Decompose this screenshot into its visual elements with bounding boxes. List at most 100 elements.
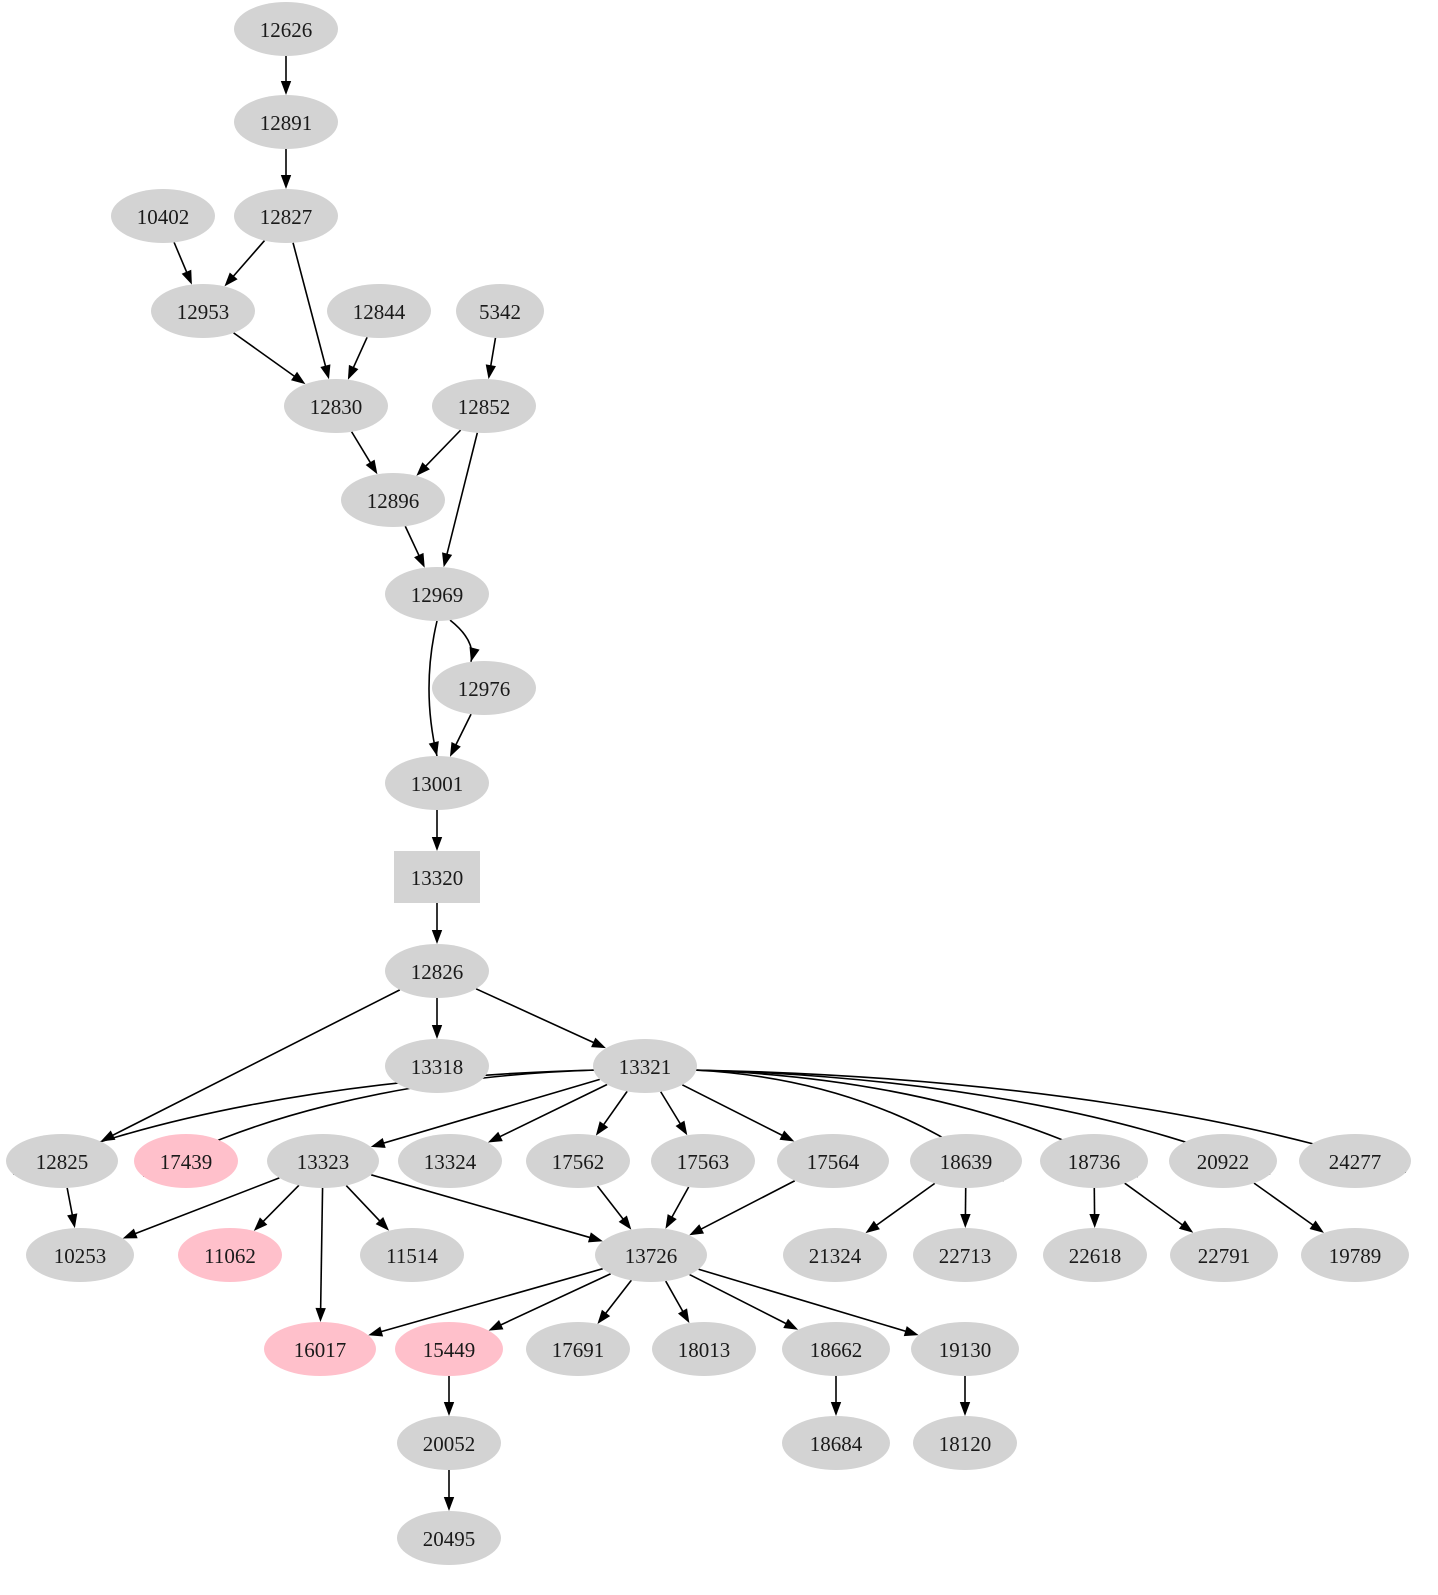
node-ellipse-12825[interactable] (6, 1134, 118, 1188)
graph-node-10253[interactable]: 10253 (26, 1228, 134, 1282)
node-ellipse-12896[interactable] (341, 473, 445, 527)
graph-node-12626[interactable]: 12626 (234, 2, 338, 56)
node-ellipse-12626[interactable] (234, 2, 338, 56)
graph-node-22791[interactable]: 22791 (1170, 1228, 1278, 1282)
graph-node-22618[interactable]: 22618 (1043, 1228, 1147, 1282)
graph-node-18639[interactable]: 18639 (910, 1134, 1022, 1188)
graph-node-18662[interactable]: 18662 (782, 1322, 890, 1376)
node-ellipse-22618[interactable] (1043, 1228, 1147, 1282)
graph-node-24277[interactable]: 24277 (1299, 1134, 1411, 1188)
node-ellipse-11062[interactable] (178, 1228, 282, 1282)
node-ellipse-19130[interactable] (911, 1322, 1019, 1376)
node-ellipse-12827[interactable] (234, 189, 338, 243)
node-ellipse-10402[interactable] (111, 189, 215, 243)
node-ellipse-16017[interactable] (264, 1322, 376, 1376)
node-rect-13320[interactable] (394, 851, 480, 903)
node-ellipse-24277[interactable] (1299, 1134, 1411, 1188)
node-ellipse-22713[interactable] (913, 1228, 1017, 1282)
graph-node-11514[interactable]: 11514 (360, 1228, 464, 1282)
node-ellipse-18639[interactable] (910, 1134, 1022, 1188)
graph-node-12825[interactable]: 12825 (6, 1134, 118, 1188)
node-ellipse-12891[interactable] (234, 95, 338, 149)
node-ellipse-22791[interactable] (1170, 1228, 1278, 1282)
node-ellipse-21324[interactable] (783, 1228, 887, 1282)
node-ellipse-18120[interactable] (913, 1416, 1017, 1470)
graph-node-20495[interactable]: 20495 (397, 1511, 501, 1565)
node-ellipse-11514[interactable] (360, 1228, 464, 1282)
node-ellipse-18736[interactable] (1040, 1134, 1148, 1188)
node-ellipse-17691[interactable] (526, 1322, 630, 1376)
node-ellipse-20922[interactable] (1169, 1134, 1277, 1188)
graph-node-17439[interactable]: 17439 (134, 1134, 238, 1188)
node-ellipse-12830[interactable] (284, 379, 388, 433)
graph-node-21324[interactable]: 21324 (783, 1228, 887, 1282)
graph-node-17563[interactable]: 17563 (651, 1134, 755, 1188)
graph-node-19130[interactable]: 19130 (911, 1322, 1019, 1376)
node-ellipse-17563[interactable] (651, 1134, 755, 1188)
graph-node-18684[interactable]: 18684 (782, 1416, 890, 1470)
graph-node-13324[interactable]: 13324 (398, 1134, 502, 1188)
graph-node-16017[interactable]: 16017 (264, 1322, 376, 1376)
node-ellipse-13321[interactable] (593, 1039, 697, 1093)
node-ellipse-12844[interactable] (327, 284, 431, 338)
node-ellipse-15449[interactable] (395, 1322, 503, 1376)
graph-node-17691[interactable]: 17691 (526, 1322, 630, 1376)
graph-node-5342[interactable]: 5342 (456, 284, 544, 338)
graph-node-20922[interactable]: 20922 (1169, 1134, 1277, 1188)
arrowhead-18662-to-18684 (830, 1402, 842, 1416)
graph-node-12969[interactable]: 12969 (385, 567, 489, 621)
node-ellipse-12969[interactable] (385, 567, 489, 621)
graph-node-13726[interactable]: 13726 (595, 1228, 707, 1282)
node-ellipse-18684[interactable] (782, 1416, 890, 1470)
node-ellipse-13318[interactable] (385, 1039, 489, 1093)
graph-node-17562[interactable]: 17562 (526, 1134, 630, 1188)
graph-node-12976[interactable]: 12976 (432, 661, 536, 715)
node-ellipse-18013[interactable] (652, 1322, 756, 1376)
edge-13321-to-17563 (660, 1091, 683, 1127)
edge-12844-to-12830 (351, 336, 368, 371)
graph-node-15449[interactable]: 15449 (395, 1322, 503, 1376)
graph-node-19789[interactable]: 19789 (1301, 1228, 1409, 1282)
node-ellipse-5342[interactable] (456, 284, 544, 338)
graph-node-13320[interactable]: 13320 (394, 851, 480, 903)
graph-node-12826[interactable]: 12826 (385, 944, 489, 998)
graph-node-12827[interactable]: 12827 (234, 189, 338, 243)
node-ellipse-17439[interactable] (134, 1134, 238, 1188)
node-ellipse-20495[interactable] (397, 1511, 501, 1565)
graph-node-18013[interactable]: 18013 (652, 1322, 756, 1376)
node-ellipse-18662[interactable] (782, 1322, 890, 1376)
graph-node-18120[interactable]: 18120 (913, 1416, 1017, 1470)
graph-node-17564[interactable]: 17564 (777, 1134, 889, 1188)
edge-13323-to-10253 (132, 1177, 280, 1236)
node-ellipse-12852[interactable] (432, 379, 536, 433)
graph-node-22713[interactable]: 22713 (913, 1228, 1017, 1282)
node-ellipse-17562[interactable] (526, 1134, 630, 1188)
graph-node-10402[interactable]: 10402 (111, 189, 215, 243)
graph-node-11062[interactable]: 11062 (178, 1228, 282, 1282)
node-ellipse-12976[interactable] (432, 661, 536, 715)
node-ellipse-13001[interactable] (385, 756, 489, 810)
node-ellipse-13323[interactable] (267, 1134, 379, 1188)
graph-node-20052[interactable]: 20052 (397, 1416, 501, 1470)
graph-node-13323[interactable]: 13323 (267, 1134, 379, 1188)
edge-17563-to-13726 (670, 1186, 690, 1220)
node-ellipse-12826[interactable] (385, 944, 489, 998)
node-ellipse-13726[interactable] (595, 1228, 707, 1282)
node-ellipse-20052[interactable] (397, 1416, 501, 1470)
graph-node-13001[interactable]: 13001 (385, 756, 489, 810)
node-ellipse-19789[interactable] (1301, 1228, 1409, 1282)
graph-node-12852[interactable]: 12852 (432, 379, 536, 433)
graph-node-12891[interactable]: 12891 (234, 95, 338, 149)
graph-node-12896[interactable]: 12896 (341, 473, 445, 527)
graph-node-18736[interactable]: 18736 (1040, 1134, 1148, 1188)
graph-node-13321[interactable]: 13321 (593, 1039, 697, 1093)
node-ellipse-12953[interactable] (151, 284, 255, 338)
graph-node-13318[interactable]: 13318 (385, 1039, 489, 1093)
node-ellipse-10253[interactable] (26, 1228, 134, 1282)
node-ellipse-17564[interactable] (777, 1134, 889, 1188)
graph-node-12953[interactable]: 12953 (151, 284, 255, 338)
graph-node-12830[interactable]: 12830 (284, 379, 388, 433)
graph-node-12844[interactable]: 12844 (327, 284, 431, 338)
node-ellipse-13324[interactable] (398, 1134, 502, 1188)
